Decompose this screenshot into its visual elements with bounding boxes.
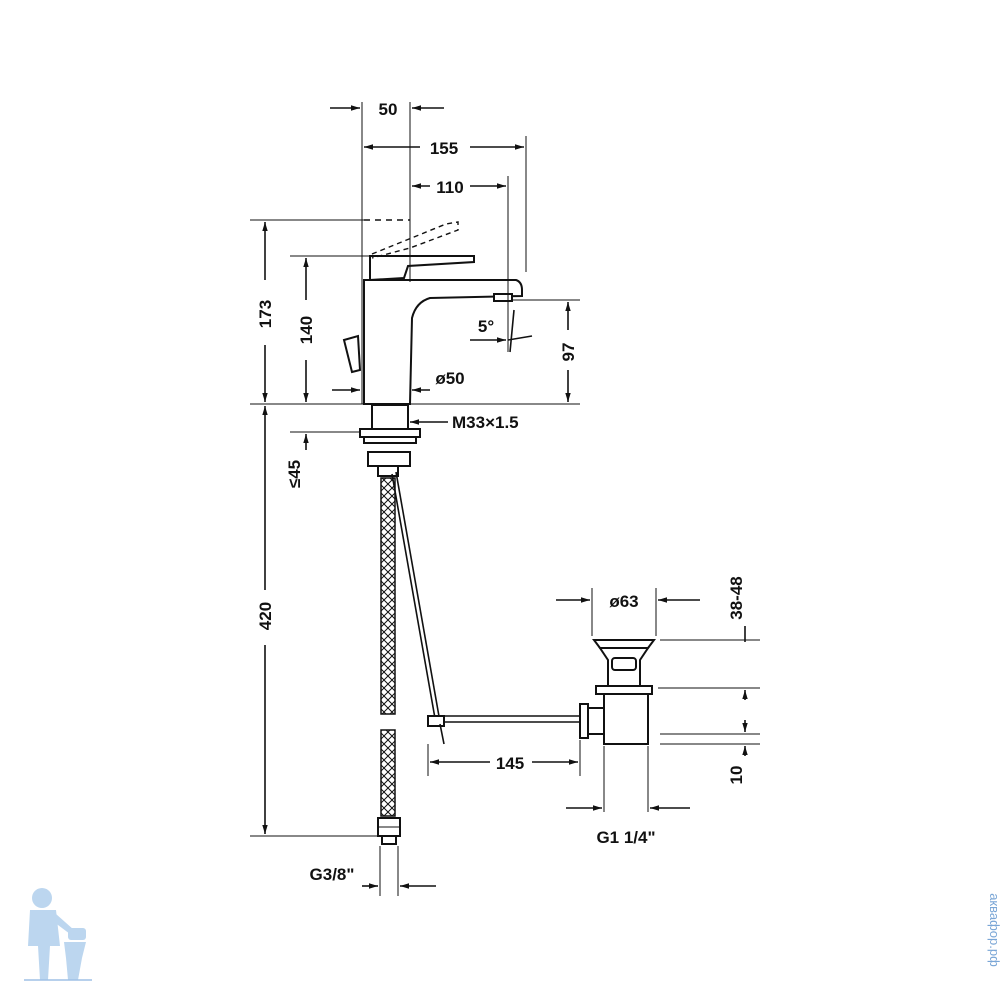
- threaded-stud: [377, 465, 399, 477]
- popup-linkage: [391, 471, 580, 745]
- dim-50: 50: [379, 100, 398, 119]
- spout-aerator: [493, 293, 513, 302]
- dim-diameter-50: ø50: [435, 369, 464, 388]
- extension-lines: [250, 102, 760, 896]
- dim-diameter-63: ø63: [609, 592, 638, 611]
- dim-le45: ≤45: [285, 460, 304, 488]
- dim-155: 155: [430, 139, 458, 158]
- dimension-labels: 50 155 110 173 140 5° 97 ø50 M33×1.5 ≤45…: [256, 100, 746, 884]
- dim-97: 97: [559, 343, 578, 362]
- dim-g1-1-4: G1 1/4": [596, 828, 655, 847]
- faucet-shank: [371, 404, 409, 430]
- dim-145: 145: [496, 754, 524, 773]
- dim-173: 173: [256, 300, 275, 328]
- faucet-lever-raised: [371, 221, 459, 259]
- mounting-washer: [359, 428, 421, 438]
- dim-5-degree: 5°: [478, 317, 494, 336]
- dim-110: 110: [436, 178, 463, 197]
- dimension-lines: [262, 105, 748, 889]
- flex-hose: [377, 477, 401, 845]
- dim-m33: M33×1.5: [452, 413, 519, 432]
- drain-flange: [592, 639, 656, 649]
- dim-g3-8: G3/8": [310, 865, 355, 884]
- popup-rod: [342, 334, 362, 374]
- plumber-mascot-icon: [24, 888, 92, 981]
- dim-10: 10: [727, 766, 746, 785]
- dim-38-48: 38-48: [727, 576, 746, 619]
- faucet-lever: [369, 255, 475, 282]
- watermark-text: аквафор.рф: [987, 893, 1000, 967]
- drain-waste: [579, 639, 656, 745]
- faucet-spout: [363, 279, 523, 405]
- mounting-washer-2: [363, 436, 417, 444]
- dim-420: 420: [256, 602, 275, 630]
- faucet-body: [342, 221, 523, 477]
- dim-140: 140: [297, 316, 316, 344]
- mounting-nut: [367, 451, 411, 467]
